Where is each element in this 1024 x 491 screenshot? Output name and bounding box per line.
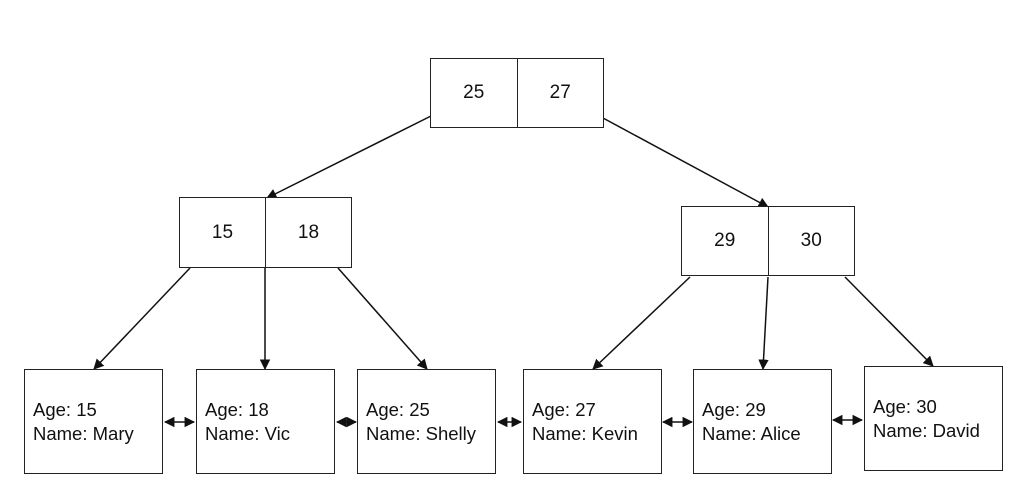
internal-left-key-2: 18 (265, 198, 351, 267)
leaf-node: Age: 15 Name: Mary (24, 369, 163, 474)
leaf-name: Name: Shelly (366, 422, 477, 444)
leaf-node: Age: 27 Name: Kevin (523, 369, 662, 474)
internal-node-left: 15 18 (179, 197, 352, 268)
internal-right-to-leaf-4-arrow (592, 276, 691, 370)
internal-right-to-leaf-5-arrow (758, 276, 769, 371)
leaf-node: Age: 30 Name: David (864, 366, 1003, 471)
leaf-age: Age: 15 (33, 398, 97, 420)
internal-right-key-2: 30 (767, 207, 855, 275)
root-to-left-arrow (266, 115, 432, 199)
internal-left-to-leaf-3-arrow (337, 267, 428, 370)
leaf-node: Age: 18 Name: Vic (196, 369, 335, 474)
leaf-age: Age: 29 (702, 398, 766, 420)
internal-left-key-1: 15 (211, 221, 234, 243)
internal-right-to-leaf-6-arrow (844, 276, 934, 367)
leaf-age: Age: 25 (366, 398, 430, 420)
root-node: 25 27 (430, 58, 604, 128)
leaf-name: Name: Mary (33, 422, 134, 444)
root-key-1: 25 (463, 82, 485, 103)
leaf-age: Age: 30 (873, 395, 937, 417)
internal-left-to-leaf-1-arrow (93, 267, 191, 370)
internal-right-key-1: 29 (714, 230, 736, 251)
leaf-name: Name: Alice (702, 422, 801, 444)
leaf-name: Name: Vic (205, 422, 290, 444)
leaf-name: Name: Kevin (532, 422, 638, 444)
leaf-node: Age: 25 Name: Shelly (357, 369, 496, 474)
root-to-right-arrow (602, 117, 769, 208)
internal-node-right: 29 30 (681, 206, 855, 276)
leaf-age: Age: 27 (532, 398, 596, 420)
root-key-2: 27 (516, 59, 604, 127)
leaf-name: Name: David (873, 419, 980, 441)
leaf-node: Age: 29 Name: Alice (693, 369, 832, 474)
leaf-age: Age: 18 (205, 398, 269, 420)
